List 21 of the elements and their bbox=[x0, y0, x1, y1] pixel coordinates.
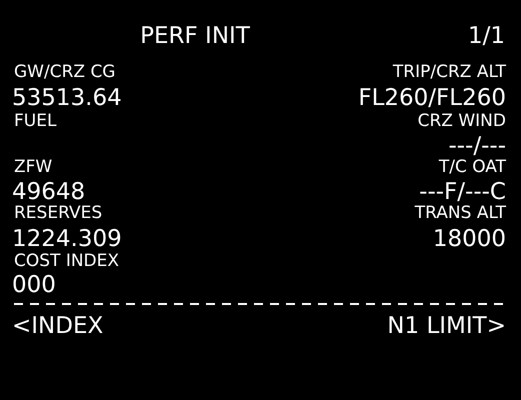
field-value: 18000 bbox=[432, 225, 506, 253]
field-value: 53513.64 bbox=[12, 84, 122, 112]
field-label: CRZ WIND bbox=[418, 111, 506, 131]
field-value: 1224.309 bbox=[12, 225, 122, 253]
field-label: TRANS ALT bbox=[414, 203, 506, 223]
line-select-prompt: <INDEX bbox=[12, 312, 104, 340]
field-value: 49648 bbox=[12, 178, 86, 205]
page-title: PERF INIT bbox=[139, 22, 251, 50]
field-label: ZFW bbox=[14, 157, 52, 177]
line-select-prompt: N1 LIMIT> bbox=[387, 312, 506, 340]
field-label: FUEL bbox=[14, 111, 56, 131]
field-value: ---/--- bbox=[448, 132, 506, 159]
page-number: 1/1 bbox=[468, 22, 505, 50]
field-label: COST INDEX bbox=[14, 251, 120, 271]
field-value: FL260/FL260 bbox=[358, 84, 506, 112]
field-label: RESERVES bbox=[14, 203, 102, 223]
field-value: 000 bbox=[12, 271, 56, 299]
field-label: TRIP/CRZ ALT bbox=[392, 62, 506, 82]
field-value: ---F/---C bbox=[419, 178, 506, 205]
field-label: GW/CRZ CG bbox=[14, 62, 116, 82]
field-label: T/C OAT bbox=[438, 157, 506, 177]
